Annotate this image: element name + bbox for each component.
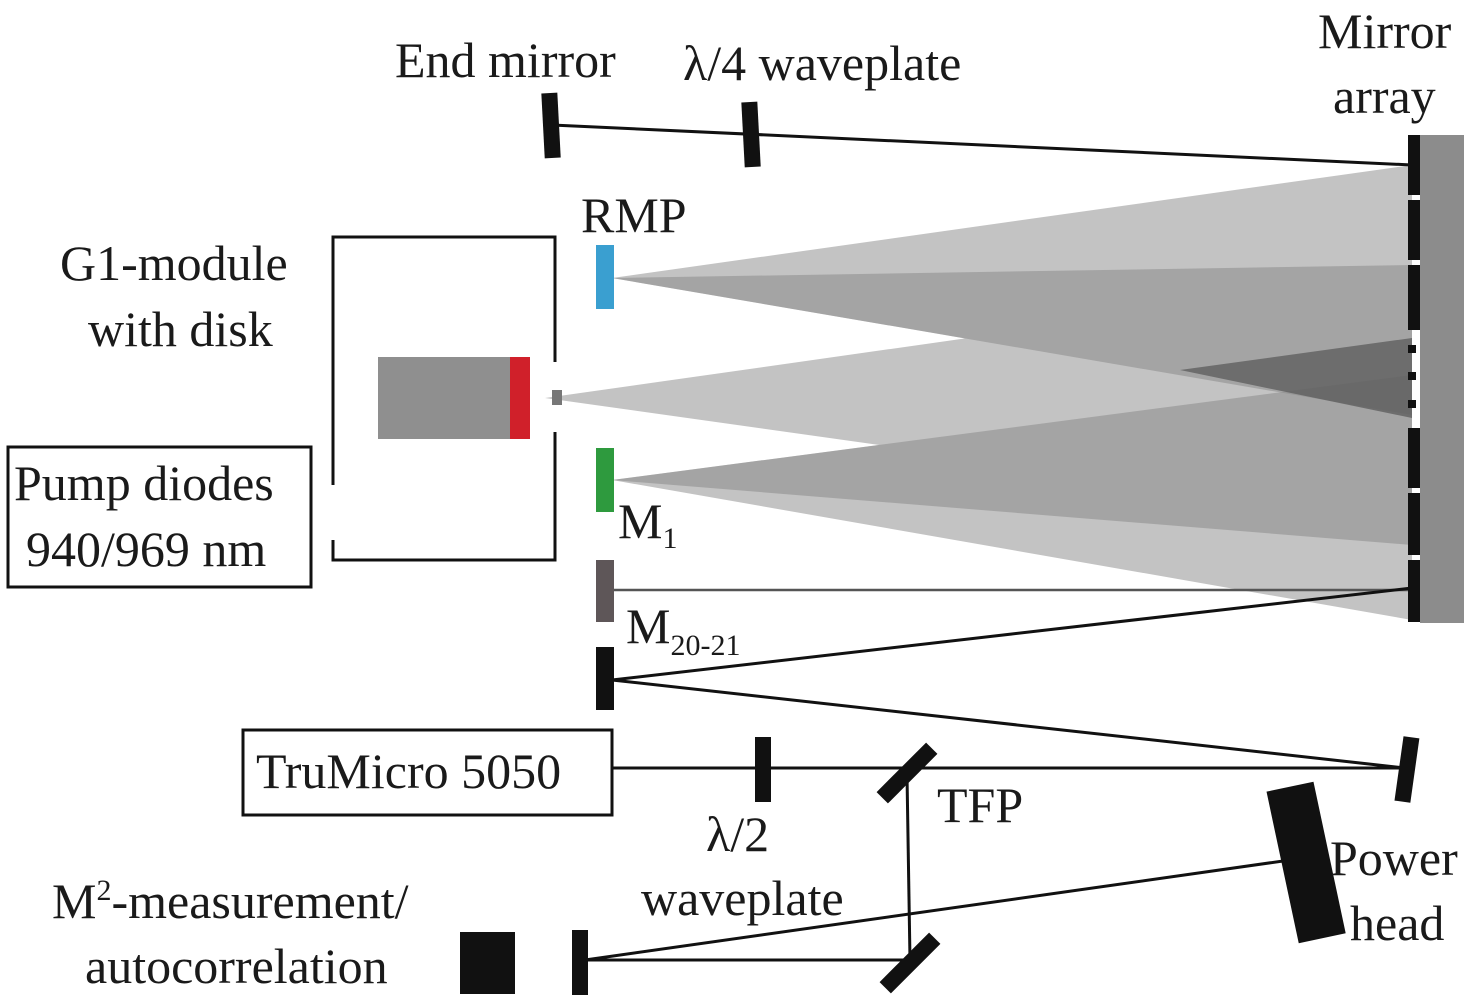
beam-end-mirror-to-array [551, 123, 1413, 167]
beam-output-to-fold-mirror [611, 678, 1406, 770]
output-mirror [596, 647, 614, 710]
mirror-array-body [1420, 135, 1464, 623]
label-pump-line2: 940/969 nm [26, 521, 266, 577]
optical-components [460, 92, 1420, 995]
g1-module-body [378, 357, 510, 439]
disk-aperture [552, 390, 562, 405]
label-m2-main: M [52, 873, 96, 929]
fan-overlap-dark [1180, 338, 1412, 418]
mirror-array-segment [1408, 560, 1420, 622]
laser-beam-paths [551, 123, 1413, 962]
m2-pickoff-mirror [572, 930, 588, 995]
fold-mirror [1394, 736, 1420, 803]
trumicro-box [241, 728, 614, 817]
label-quarter-waveplate: λ/4 waveplate [683, 35, 961, 91]
label-m1-main: M [618, 493, 662, 549]
label-trumicro: TruMicro 5050 [256, 743, 561, 799]
fan-overlap-mid-lower [612, 375, 1412, 545]
label-m2-line1: M2-measurement/ [52, 873, 409, 929]
g1-bracket-lower [331, 432, 557, 562]
mirror-array-segment [1408, 428, 1420, 488]
mirror-array-segment [1408, 345, 1416, 353]
end-mirror [541, 92, 561, 159]
label-tfp: TFP [937, 777, 1023, 833]
label-end-mirror: End mirror [395, 32, 616, 88]
label-mirror-array-line2: array [1333, 68, 1436, 124]
mirror-array-segment [1408, 400, 1416, 408]
m2-detector [460, 932, 515, 994]
label-mirror-array-line1: Mirror [1318, 3, 1452, 59]
label-rmp: RMP [581, 187, 687, 243]
fan-overlap-mid-upper [612, 265, 1412, 415]
mirror-array-segment [1408, 135, 1420, 195]
label-m2-line2: autocorrelation [85, 938, 388, 994]
label-m2021-sub: 20-21 [670, 629, 740, 662]
label-half-wp-line1: λ/2 [706, 806, 769, 862]
half-waveplate [755, 737, 771, 802]
disk-crystal [510, 357, 530, 439]
label-m2-rest: -measurement/ [111, 873, 408, 929]
beam-m2-to-power-head [584, 858, 1291, 962]
label-m2021-main: M [626, 598, 670, 654]
label-pump-line1: Pump diodes [14, 455, 274, 511]
m2021-mirror [596, 560, 614, 622]
label-m1-sub: 1 [662, 522, 677, 555]
label-power-line2: head [1350, 895, 1444, 951]
tfp-polarizer [876, 742, 938, 804]
label-g1-line1: G1-module [60, 235, 288, 291]
label-m2021: M20-21 [626, 598, 740, 662]
label-g1-line2: with disk [88, 301, 273, 357]
mirror-array-segment [1408, 493, 1420, 555]
lower-fold-mirror [879, 932, 941, 994]
mirror-array [1408, 135, 1464, 623]
diagram-labels: End mirror λ/4 waveplate Mirror array RM… [14, 3, 1458, 994]
rmp-mirror [596, 245, 614, 309]
mirror-array-segment [1408, 200, 1420, 260]
power-head [1266, 781, 1346, 944]
m1-mirror [596, 448, 614, 512]
label-half-wp-line2: waveplate [641, 870, 844, 926]
beam-array-to-output-mirror [611, 586, 1413, 682]
mirror-array-segment [1408, 372, 1416, 380]
pump-diodes-box [6, 445, 313, 589]
label-power-line1: Power [1330, 830, 1458, 886]
mirror-array-segment [1408, 265, 1420, 330]
label-m2-sup: 2 [96, 874, 111, 907]
pump-beam-fans [545, 165, 1412, 620]
g1-module-housing [331, 235, 562, 562]
g1-bracket [331, 235, 557, 485]
quarter-waveplate [741, 101, 761, 168]
beam-tfp-down [905, 774, 912, 961]
label-m1: M1 [618, 493, 677, 555]
